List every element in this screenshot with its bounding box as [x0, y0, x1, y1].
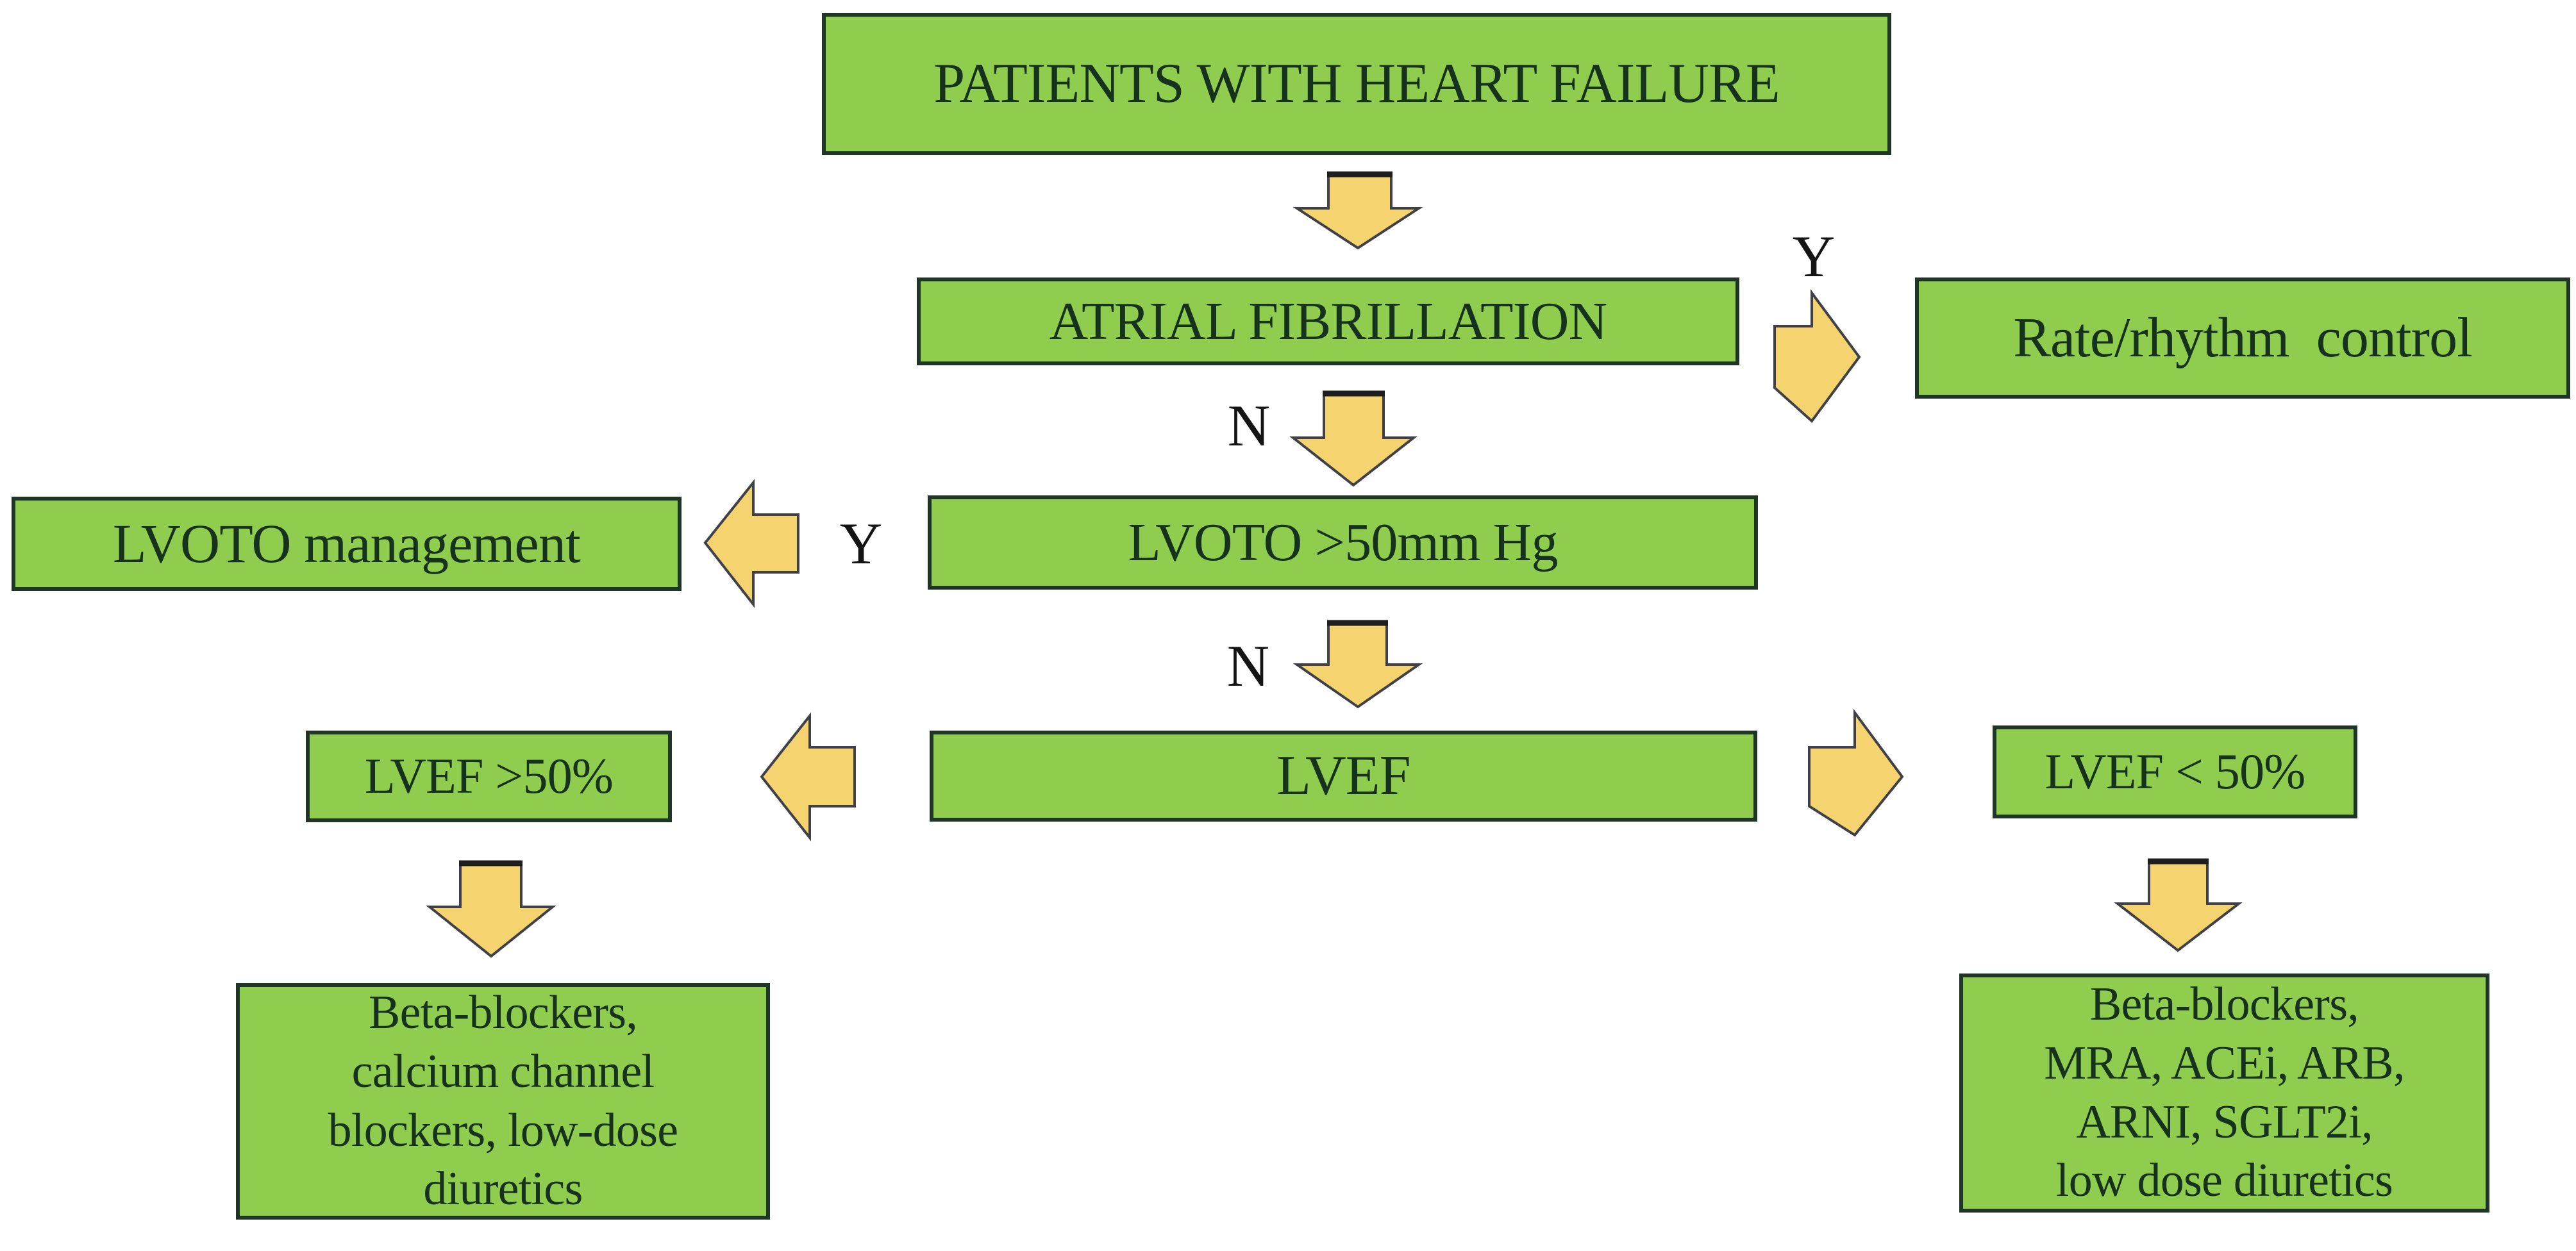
- node-lvoto-management: LVOTO management: [12, 497, 682, 591]
- node-lvef-gt50: LVEF >50%: [306, 731, 672, 822]
- arrow-patients-to-af: [1292, 172, 1423, 250]
- node-hfref-therapy: Beta-blockers, MRA, ACEi, ARB, ARNI, SGL…: [1959, 973, 2489, 1213]
- arrow-lvoto-to-lvef: [1292, 620, 1423, 709]
- node-label: LVEF >50%: [364, 748, 614, 804]
- arrow-lvef-lt50-to-therapy: [2114, 859, 2243, 952]
- node-lvef-lt50: LVEF < 50%: [1993, 725, 2357, 818]
- node-label: Beta-blockers, MRA, ACEi, ARB, ARNI, SGL…: [2044, 978, 2405, 1207]
- node-patients-with-heart-failure: PATIENTS WITH HEART FAILURE: [822, 13, 1891, 155]
- node-rate-rhythm-control: Rate/rhythm control: [1915, 278, 2570, 399]
- arrow-lvef-gt50-to-therapy: [426, 861, 556, 958]
- arrow-lvoto-to-lvoto-management: [703, 479, 799, 608]
- node-lvef: LVEF: [930, 731, 1757, 822]
- node-label: LVEF: [1276, 745, 1410, 808]
- branch-label-af-yes: Y: [1792, 224, 1836, 289]
- node-label: LVOTO >50mm Hg: [1128, 512, 1558, 572]
- node-lvoto-gradient: LVOTO >50mm Hg: [928, 495, 1758, 590]
- node-hfpef-therapy: Beta-blockers, calcium channel blockers,…: [236, 983, 770, 1220]
- node-label: LVEF < 50%: [2045, 743, 2305, 800]
- arrow-lvef-to-lvef-lt50: [1808, 708, 1904, 837]
- branch-label-af-no: N: [1227, 393, 1271, 458]
- arrow-af-to-rate-control: [1773, 288, 1861, 423]
- node-label: LVOTO management: [112, 512, 581, 574]
- arrow-af-to-lvoto: [1289, 391, 1418, 487]
- node-label: Rate/rhythm control: [2013, 306, 2472, 369]
- branch-label-lvoto-no: N: [1226, 633, 1270, 699]
- node-atrial-fibrillation: ATRIAL FIBRILLATION: [917, 278, 1739, 365]
- arrow-lvef-to-lvef-gt50: [760, 712, 856, 841]
- node-label: PATIENTS WITH HEART FAILURE: [933, 53, 1780, 115]
- node-label: ATRIAL FIBRILLATION: [1049, 291, 1608, 351]
- node-label: Beta-blockers, calcium channel blockers,…: [328, 986, 678, 1216]
- branch-label-lvoto-yes: Y: [839, 511, 883, 576]
